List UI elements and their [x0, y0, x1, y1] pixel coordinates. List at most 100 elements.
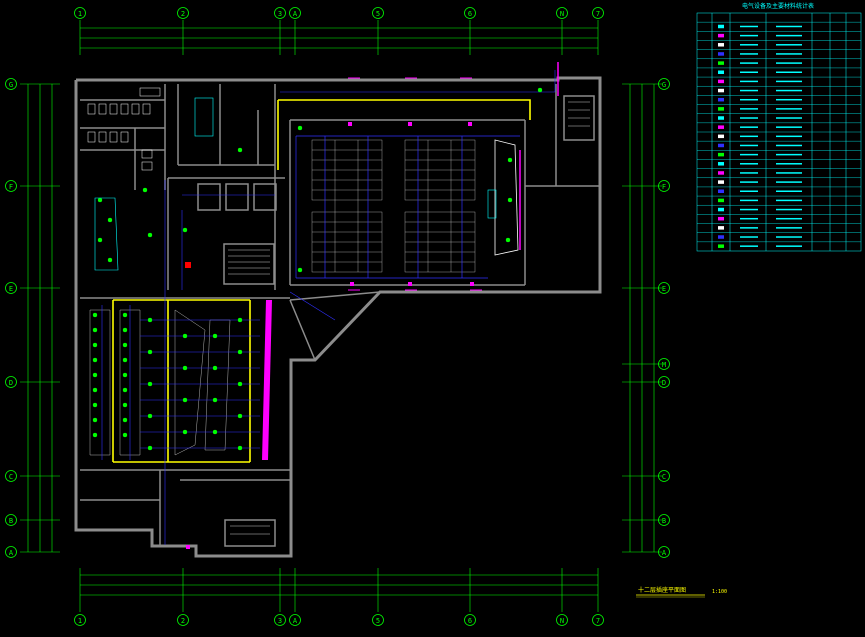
legend-spec-placeholder	[776, 71, 802, 73]
axis-label-bottom-6: 6	[468, 617, 472, 625]
axis-label-left-c: C	[9, 473, 13, 481]
axis-label-bottom-7: N	[560, 617, 564, 625]
legend-symbol	[718, 88, 724, 93]
axis-labels-left: G F E D C B A	[9, 81, 14, 557]
legend-text-placeholder	[740, 98, 758, 101]
axis-label-left-a: A	[9, 549, 14, 557]
axis-label-left-b: B	[9, 517, 13, 525]
legend-spec-placeholder	[776, 25, 802, 28]
legend-symbol	[718, 207, 724, 212]
legend-text-placeholder	[740, 144, 758, 147]
legend-spec-placeholder	[776, 108, 802, 110]
legend-text-placeholder	[740, 181, 758, 183]
legend-spec-placeholder	[776, 135, 802, 138]
axis-label-top-4: A	[293, 10, 298, 18]
legend-text-placeholder	[740, 71, 758, 73]
legend-spec-placeholder	[776, 117, 802, 119]
legend-text-placeholder	[740, 163, 758, 165]
hall-magenta-feed	[519, 62, 559, 250]
axis-label-bottom-8: 7	[596, 617, 600, 625]
legend-spec-placeholder	[776, 172, 802, 174]
axis-label-right-m: M	[662, 361, 666, 369]
drawing-title-block: 十二层插座平面图 1:100	[636, 586, 727, 598]
legend-spec-placeholder	[776, 144, 802, 147]
legend-text-placeholder	[740, 135, 758, 138]
legend-spec-placeholder	[776, 80, 802, 83]
legend-spec-placeholder	[776, 62, 802, 64]
axis-labels-top: 1 2 3 A 5 6 N 7	[78, 10, 600, 18]
stair-treads	[228, 101, 590, 535]
legend-spec-placeholder	[776, 53, 802, 55]
axis-bubbles-bottom	[74, 614, 604, 626]
legend-symbol	[718, 171, 724, 175]
legend-symbol	[718, 162, 724, 166]
legend-text-placeholder	[740, 108, 758, 110]
classroom-wiring	[101, 70, 556, 545]
legend-spec-placeholder	[776, 44, 802, 46]
legend-text-placeholder	[740, 89, 758, 92]
legend-text-placeholder	[740, 245, 758, 247]
axis-labels-bottom: 1 2 3 A 5 6 N 7	[78, 617, 600, 625]
legend-symbol	[718, 198, 724, 203]
legend-text-placeholder	[740, 190, 758, 192]
legend-symbol	[718, 43, 724, 47]
legend-spec-placeholder	[776, 181, 802, 183]
legend-spec-placeholder	[776, 208, 802, 211]
legend-spec-placeholder	[776, 163, 802, 165]
hall-seating	[311, 139, 476, 273]
axis-label-left-d: D	[9, 379, 13, 387]
hall-wiring	[295, 135, 520, 279]
axis-label-top-5: 5	[376, 10, 380, 18]
axis-grid	[20, 20, 662, 612]
legend-text-placeholder	[740, 199, 758, 202]
legend-symbol	[718, 70, 724, 74]
legend-text-placeholder	[740, 53, 758, 55]
legend-spec-placeholder	[776, 199, 802, 202]
axis-label-bottom-2: 2	[181, 617, 185, 625]
interior-walls	[80, 84, 600, 547]
legend-symbol	[718, 189, 724, 193]
legend-text-placeholder	[740, 80, 758, 83]
legend-spec-placeholder	[776, 236, 802, 238]
legend-symbol	[718, 143, 724, 148]
legend-symbol	[718, 97, 724, 102]
legend-symbol	[718, 116, 724, 120]
axis-label-right-d: D	[662, 379, 666, 387]
legend-symbol	[718, 107, 724, 111]
legend-symbol	[718, 125, 724, 129]
axis-label-right-c: C	[662, 473, 666, 481]
legend-text-placeholder	[740, 236, 758, 238]
legend-spec-placeholder	[776, 217, 802, 220]
axis-label-right-a: A	[662, 549, 667, 557]
axis-label-bottom-5: 5	[376, 617, 380, 625]
legend-spec-placeholder	[776, 34, 802, 37]
legend-spec-placeholder	[776, 98, 802, 101]
corridor-yellow	[112, 99, 531, 463]
axis-label-bottom-1: 1	[78, 617, 82, 625]
legend-spec-placeholder	[776, 227, 802, 229]
legend-symbol	[718, 24, 724, 29]
legend-text-placeholder	[740, 126, 758, 128]
building-walls	[74, 76, 602, 558]
legend-symbol	[718, 134, 724, 139]
classroom-magenta-board	[262, 300, 272, 460]
axis-bubbles-right	[658, 78, 670, 558]
legend-text-placeholder	[740, 117, 758, 119]
legend-symbol	[718, 61, 724, 65]
legend-symbol	[718, 216, 724, 221]
legend-spec-placeholder	[776, 190, 802, 192]
axis-label-top-3: 3	[278, 10, 282, 18]
legend-text-placeholder	[740, 25, 758, 28]
drawing-title: 十二层插座平面图	[638, 586, 686, 594]
legend-text-placeholder	[740, 62, 758, 64]
drawing-scale: 1:100	[712, 589, 727, 595]
legend-spec-placeholder	[776, 245, 802, 247]
axis-label-right-b: B	[662, 517, 666, 525]
legend-symbol	[718, 235, 724, 239]
legend-spec-placeholder	[776, 153, 802, 156]
axis-labels-right: G F E M D C B A	[662, 81, 667, 557]
legend-symbol	[718, 52, 724, 56]
axis-label-left-g: G	[9, 81, 13, 89]
legend-symbol	[718, 79, 724, 84]
windows	[348, 77, 482, 291]
